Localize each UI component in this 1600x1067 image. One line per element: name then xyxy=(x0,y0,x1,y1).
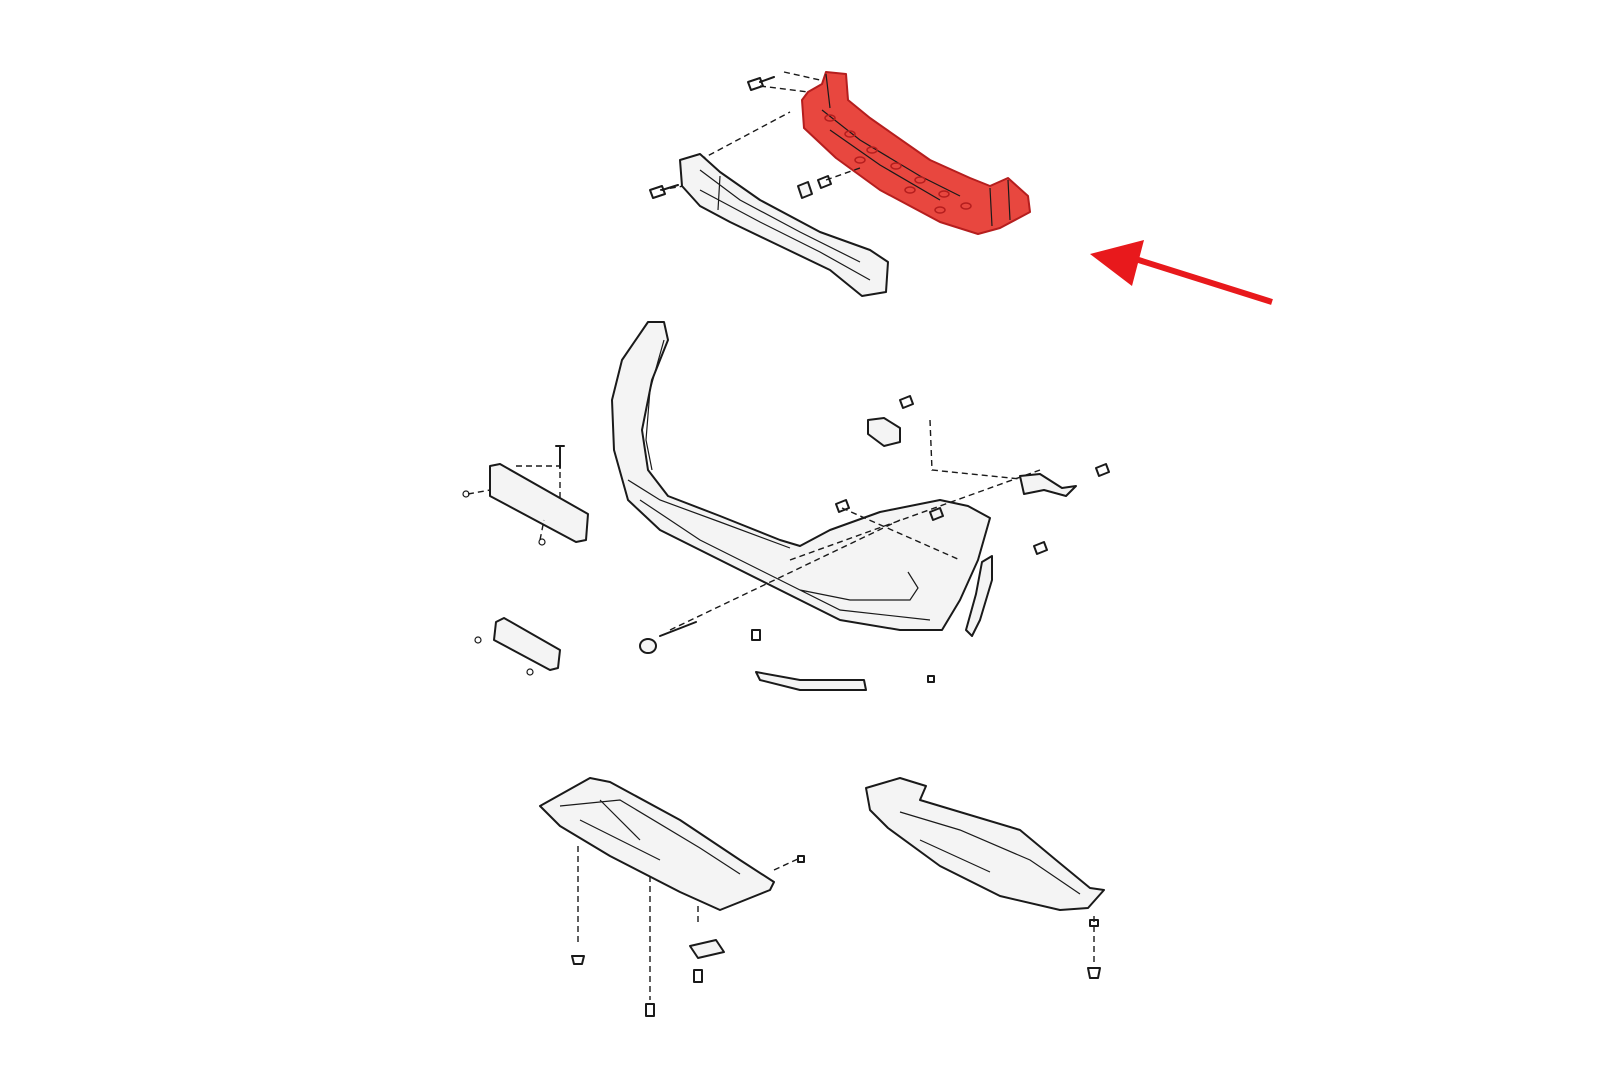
reinforcement-hole xyxy=(866,146,878,154)
top-fasteners xyxy=(649,71,861,199)
reinforcement-hole xyxy=(844,130,856,138)
reinforcement-hole xyxy=(854,156,866,164)
reinforcement-hole xyxy=(904,186,916,194)
reinforcement-hole xyxy=(890,162,902,170)
front-bumper-cover xyxy=(611,321,1041,631)
engine-under-cover xyxy=(539,777,805,1017)
license-plate-bracket xyxy=(462,445,589,676)
bumper-absorber xyxy=(679,153,889,297)
side-brackets xyxy=(639,395,1110,691)
reinforcement-hole xyxy=(938,190,950,198)
reinforcement-hole xyxy=(960,202,972,210)
bumper-reinforcement-highlighted xyxy=(801,71,1031,235)
reinforcement-hole xyxy=(914,176,926,184)
reinforcement-hole xyxy=(824,114,836,122)
pointer-arrow xyxy=(1090,240,1273,305)
side-under-cover xyxy=(865,777,1105,979)
reinforcement-hole xyxy=(934,206,946,214)
